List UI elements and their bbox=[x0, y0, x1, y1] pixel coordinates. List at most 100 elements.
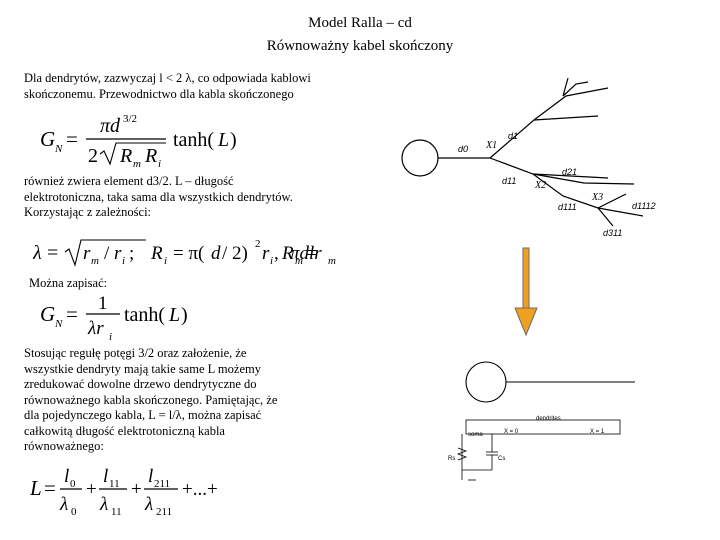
svg-text:i: i bbox=[164, 255, 167, 267]
svg-text:i: i bbox=[158, 158, 161, 170]
svg-text:l: l bbox=[103, 466, 108, 487]
svg-text:): ) bbox=[181, 304, 188, 326]
label-x1-end: X = 1 bbox=[590, 429, 605, 435]
arrow-head bbox=[514, 307, 538, 337]
svg-text:λ: λ bbox=[99, 494, 108, 515]
svg-text:R: R bbox=[150, 243, 163, 264]
svg-text:=: = bbox=[306, 243, 317, 264]
svg-text:=: = bbox=[66, 127, 78, 151]
svg-text:tanh(: tanh( bbox=[173, 129, 214, 151]
svg-text:l: l bbox=[64, 466, 69, 487]
svg-text:2: 2 bbox=[255, 238, 261, 250]
label-x3: X3 bbox=[591, 192, 603, 203]
svg-text:λ: λ bbox=[144, 494, 153, 515]
page-title: Model Ralla – cd bbox=[308, 15, 412, 31]
svg-text:i: i bbox=[122, 255, 125, 267]
svg-text:G: G bbox=[40, 302, 55, 326]
paragraph-length-line: elektrotoniczna, taka sama dla wszystkic… bbox=[24, 189, 293, 204]
svg-text:= π(: = π( bbox=[173, 243, 204, 264]
svg-text:m: m bbox=[91, 255, 99, 267]
svg-text:1: 1 bbox=[98, 293, 108, 314]
svg-text:πdlr: πdlr bbox=[290, 243, 322, 264]
svg-text:m: m bbox=[133, 158, 141, 170]
equation-gn-lambda: G N = 1 λr i tanh( L ) bbox=[40, 293, 188, 343]
svg-text:πd: πd bbox=[100, 115, 121, 137]
svg-text:0: 0 bbox=[71, 506, 77, 518]
arrow-shaft bbox=[522, 247, 530, 311]
label-dendrites: dendrites bbox=[536, 416, 561, 422]
label-d311: d311 bbox=[603, 228, 622, 238]
svg-text:R: R bbox=[119, 145, 132, 167]
label-d0: d0 bbox=[458, 144, 468, 154]
svg-text:m: m bbox=[295, 255, 303, 267]
soma-circle-2 bbox=[465, 361, 507, 403]
svg-text:G: G bbox=[40, 127, 55, 151]
paragraph-rule-line: dla pojedynczego kabla, L = l/λ, można z… bbox=[24, 408, 262, 422]
label-soma: soma bbox=[468, 432, 483, 438]
svg-text:211: 211 bbox=[156, 506, 172, 518]
equation-total-length: L = l 0 λ 0 + l 11 λ 11 + l 211 λ 211 +.… bbox=[30, 466, 218, 518]
svg-text:11: 11 bbox=[109, 478, 120, 490]
paragraph-rule-line: równoważnego kabla skończonego. Pamiętaj… bbox=[24, 392, 278, 407]
svg-text:+...+: +...+ bbox=[182, 479, 218, 500]
svg-text:/ 2): / 2) bbox=[222, 243, 248, 264]
svg-text:m: m bbox=[328, 255, 336, 267]
paragraph-rule-line: równoważnego: bbox=[24, 439, 104, 453]
svg-text:L: L bbox=[30, 476, 42, 500]
paragraph-rule-line: wszystkie dendryty mają takie same L moż… bbox=[24, 361, 261, 376]
svg-text:r: r bbox=[262, 243, 270, 264]
paragraph-rule-32: Stosując regułę potęgi 3/2 oraz założeni… bbox=[24, 346, 364, 455]
paragraph-intro-line: skończonemu. Przewodnictwo dla kabla sko… bbox=[24, 86, 294, 101]
svg-text:=: = bbox=[66, 302, 78, 326]
down-arrow bbox=[514, 247, 538, 337]
svg-text:211: 211 bbox=[154, 478, 170, 490]
svg-text:;: ; bbox=[129, 243, 134, 264]
svg-text:l: l bbox=[148, 466, 153, 487]
svg-text:i: i bbox=[270, 255, 273, 267]
svg-text:): ) bbox=[230, 129, 237, 151]
branch-lower-twig-2 bbox=[597, 207, 614, 227]
svg-text:λ: λ bbox=[33, 242, 42, 264]
svg-text:r: r bbox=[83, 243, 91, 264]
svg-text:λ: λ bbox=[59, 494, 68, 515]
label-d111: d111 bbox=[558, 202, 577, 212]
label-d21: d21 bbox=[562, 167, 577, 177]
svg-text:i: i bbox=[109, 331, 112, 343]
page-subtitle: Równoważny kabel skończony bbox=[266, 38, 454, 54]
label-x1: X1 bbox=[485, 140, 497, 151]
svg-text:r: r bbox=[114, 243, 122, 264]
svg-text:R: R bbox=[144, 145, 157, 167]
branch-mid-2 bbox=[532, 173, 609, 179]
svg-text:R: R bbox=[281, 243, 294, 264]
svg-text:/: / bbox=[104, 243, 110, 264]
label-d11: d11 bbox=[502, 176, 516, 186]
paragraph-length-line: również zwiera element d3/2. L – długość bbox=[24, 174, 234, 188]
label-d1112: d1112 bbox=[632, 201, 656, 211]
svg-text:,: , bbox=[274, 243, 279, 264]
branch-upper-2 bbox=[533, 115, 599, 121]
label-d1: d1 bbox=[508, 131, 518, 141]
branch-mid bbox=[489, 157, 635, 185]
svg-text:0: 0 bbox=[70, 478, 76, 490]
branch-lower bbox=[532, 173, 644, 217]
svg-text:=: = bbox=[44, 476, 56, 500]
svg-text:L: L bbox=[168, 304, 180, 326]
label-x0: X = 0 bbox=[504, 429, 519, 435]
equation-lambda-relations-tail: πdlr m bbox=[290, 243, 336, 267]
branch-upper bbox=[489, 87, 609, 159]
paragraph-rule-line: zredukować dowolne drzewo dendrytyczne d… bbox=[24, 377, 257, 391]
svg-text:d: d bbox=[211, 243, 221, 264]
svg-text:2: 2 bbox=[88, 145, 98, 167]
equivalent-cable-circuit: dendrites soma X = 0 X = 1 Rs Cs bbox=[448, 361, 635, 481]
svg-text:N: N bbox=[54, 143, 63, 155]
label-cs: Cs bbox=[498, 456, 505, 462]
paragraph-rule-line: Stosując regułę potęgi 3/2 oraz założeni… bbox=[24, 346, 247, 360]
label-rs: Rs bbox=[448, 456, 455, 462]
dendritic-tree-diagram: d0 d1 X1 d11 d21 X2 d111 X3 d1112 d311 bbox=[401, 78, 656, 238]
paragraph-rule-line: całkowitą długość elektrotoniczną kabla bbox=[24, 423, 225, 438]
svg-text:3/2: 3/2 bbox=[123, 113, 137, 125]
svg-text:tanh(: tanh( bbox=[124, 304, 165, 326]
paragraph-length-line: Korzystając z zależności: bbox=[24, 205, 152, 219]
svg-text:=: = bbox=[47, 242, 58, 264]
svg-text:L: L bbox=[217, 129, 229, 151]
